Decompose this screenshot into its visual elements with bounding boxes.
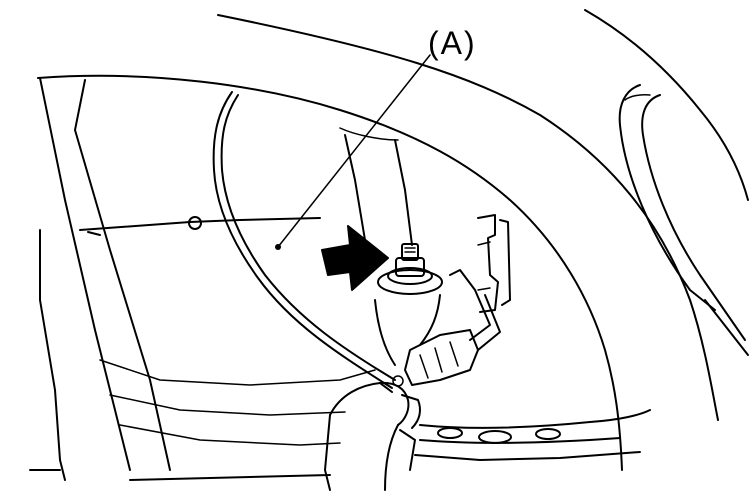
body-panel-outline xyxy=(37,9,749,471)
left-pillar xyxy=(29,77,171,481)
hand xyxy=(324,381,421,491)
lower-bracket xyxy=(374,294,441,366)
floor-sill xyxy=(129,409,651,481)
callout-label-a: (A) xyxy=(428,25,477,61)
latch-bracket xyxy=(477,214,511,313)
black-arrow-icon xyxy=(321,225,389,291)
mounting-nut xyxy=(377,243,443,295)
quarter-window xyxy=(618,84,749,356)
trim-panel xyxy=(79,216,376,446)
callout-leader-line xyxy=(277,54,431,248)
connector xyxy=(392,269,501,387)
vertical-strut xyxy=(339,127,413,246)
